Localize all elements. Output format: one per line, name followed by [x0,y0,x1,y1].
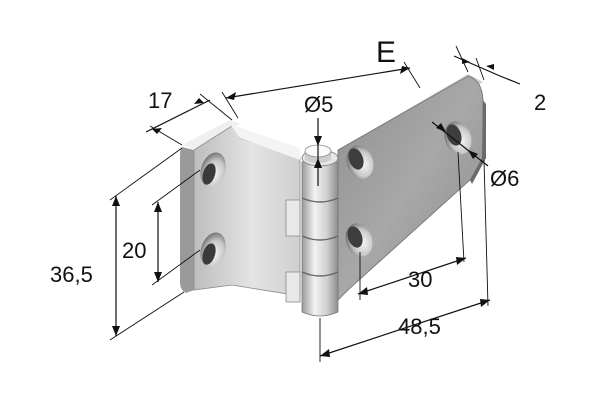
label-20: 20 [122,238,146,263]
dimension-lines [109,45,521,362]
dim-line-17 [145,99,211,133]
hole-right-upper-inner [348,148,364,170]
label-17: 17 [148,88,172,113]
dimension-labels: E 17 Ø5 2 Ø6 20 36,5 30 48,5 [50,36,546,339]
dim-line-30 [357,257,467,295]
label-48-5: 48,5 [398,314,441,339]
hinge-barrel [285,144,339,317]
label-pin-diameter: Ø5 [304,92,333,117]
left-leaf-flange [180,147,194,293]
left-leaf-top-edge [182,120,240,149]
label-30: 30 [408,267,432,292]
left-leaf-holes [200,152,226,268]
dim-line-thickness [453,55,501,77]
knuckle-joint-2 [301,235,339,241]
label-36-5: 36,5 [50,262,93,287]
label-e: E [376,36,396,69]
hole-left-lower-inner [202,243,216,265]
dim-line-48-5 [319,299,491,357]
knuckle-joint-1 [301,197,339,203]
hole-far-upper-inner [446,124,462,146]
hole-right-lower-inner [347,226,363,248]
right-leaf-side-edge [470,100,486,184]
left-leaf-inner-face [230,124,300,160]
dim-line-e [225,67,411,99]
hole-left-upper-inner [202,163,216,185]
barrel-body [301,161,339,317]
knuckle-joint-3 [301,271,339,277]
left-leaf [180,120,301,297]
right-leaf-holes [345,121,472,257]
knuckle-slot-lower [285,271,301,303]
label-thickness: 2 [534,90,546,115]
label-hole-diameter: Ø6 [490,166,519,191]
knuckle-slot-upper [285,199,301,237]
